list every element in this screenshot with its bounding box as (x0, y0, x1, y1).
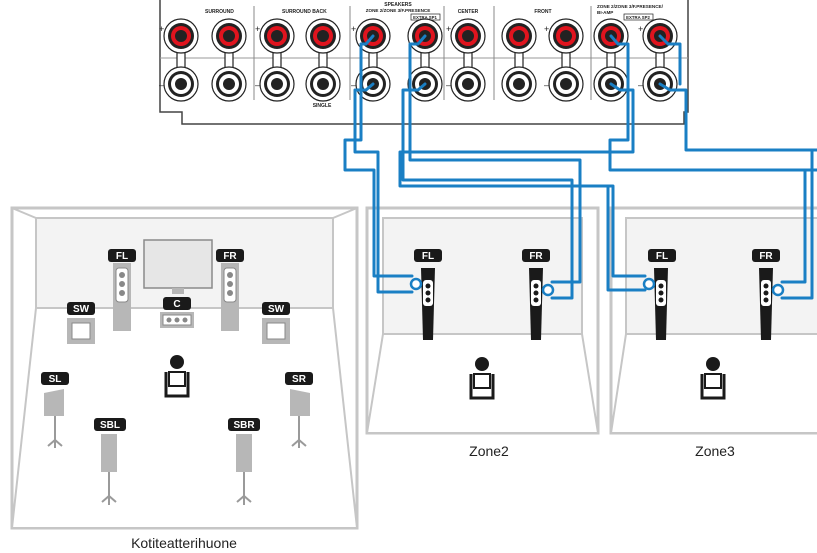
label-center: CENTER (458, 9, 479, 15)
subwoofer-left (67, 318, 95, 344)
fr-speaker (221, 263, 239, 331)
zone2-fr-speaker (529, 268, 555, 340)
subwoofer-right (262, 318, 290, 344)
zone3-fr-speaker (759, 268, 785, 340)
binding-post-plus-icon (548, 18, 584, 54)
label-single: SINGLE (313, 103, 332, 109)
center-speaker (160, 312, 194, 328)
label-sr: SR (292, 374, 307, 385)
binding-post-plus-icon (211, 18, 247, 54)
zone3-person-seat-icon (700, 357, 726, 400)
label-zone2-3-presence-b: ZONE 2/ZONE 3/F.PRESENCE/ (597, 4, 664, 9)
binding-post-minus-icon (548, 66, 584, 102)
zone2-person-seat-icon (469, 357, 495, 400)
zone3-room: Zone3 (609, 206, 817, 459)
binding-post-plus-icon (305, 18, 341, 54)
cable-zone3-fr-plus (658, 34, 682, 86)
label-bi-amp: BI-AMP (597, 10, 613, 15)
label-extra-sp1: EXTRA SP1 (413, 15, 437, 20)
minus-mark: – (446, 80, 451, 90)
plus-mark: + (351, 24, 356, 34)
binding-post-minus-icon (305, 66, 341, 102)
label-sw-left: SW (73, 304, 90, 315)
label-sbl: SBL (100, 420, 120, 431)
zone3-label-fr: FR (759, 251, 773, 262)
sr-speaker (290, 389, 310, 448)
cable-zone3-fr-minus (658, 82, 817, 152)
minus-mark: – (638, 80, 643, 90)
tv-screen (143, 239, 213, 289)
zone3-equipment: FL FR (642, 249, 785, 400)
zone3-caption: Zone3 (695, 443, 735, 459)
plus-mark: + (255, 24, 260, 34)
label-surround: SURROUND (205, 9, 234, 15)
binding-post-minus-icon (259, 66, 295, 102)
receiver-back-panel: SURROUND SURROUND BACK SPEAKERS ZONE 2/Z… (159, 0, 689, 125)
binding-post-plus-icon (163, 18, 199, 54)
label-front: FRONT (534, 9, 551, 15)
label-fl: FL (116, 251, 128, 262)
label-surround-back: SURROUND BACK (282, 9, 327, 15)
minus-mark: – (255, 80, 260, 90)
sl-speaker (44, 389, 64, 448)
binding-post-plus-icon (259, 18, 295, 54)
cable-zone2-fl-minus (353, 82, 414, 294)
label-sbr: SBR (233, 420, 255, 431)
label-c: C (173, 299, 180, 310)
main-room-labels: FL FR C SW SW SL SR SBL SBR (41, 249, 313, 431)
label-zone2-3-presence: ZONE 2/ZONE 3/F.PRESENCE (366, 8, 431, 13)
zone2-fl-speaker (409, 268, 435, 340)
label-fr: FR (223, 251, 237, 262)
minus-mark: – (544, 80, 549, 90)
zone2-caption: Zone2 (469, 443, 509, 459)
zone3-label-fl: FL (656, 251, 668, 262)
cable-zone3-fr-minus-leg (780, 148, 817, 300)
sbl-speaker (101, 434, 117, 505)
cable-zone2-fr-plus (408, 34, 582, 284)
label-extra-sp2: EXTRA SP2 (626, 15, 650, 20)
cable-zone3-fl-plus (608, 34, 817, 172)
zone2-label-fl: FL (422, 251, 434, 262)
binding-post-plus-icon (450, 18, 486, 54)
cable-zone3-fl-plus-leg (606, 184, 647, 292)
label-sl: SL (49, 374, 62, 385)
plus-mark: + (159, 24, 164, 34)
speaker-cables (343, 34, 817, 300)
zone2-equipment: FL FR (409, 249, 555, 400)
person-seat-icon (164, 355, 190, 398)
sbr-speaker (236, 434, 252, 505)
label-speakers: SPEAKERS (384, 2, 412, 8)
plus-mark: + (544, 24, 549, 34)
zone3-fl-speaker (642, 268, 668, 340)
minus-mark: – (351, 80, 356, 90)
binding-post-minus-icon (450, 66, 486, 102)
label-sw-right: SW (268, 304, 285, 315)
main-room-equipment: FL FR C SW SW SL SR SBL SBR (41, 239, 313, 505)
binding-post-plus-icon (501, 18, 537, 54)
cable-zone3-fl-minus (398, 82, 647, 278)
cable-zone2-fl-plus (343, 34, 414, 278)
binding-post-minus-icon (163, 66, 199, 102)
plus-mark: + (638, 24, 643, 34)
cable-zone2-fr-minus (401, 82, 574, 300)
main-room-caption: Kotiteatterihuone (131, 535, 237, 551)
tv-stand (172, 288, 184, 294)
zone2-room: Zone2 (365, 206, 600, 459)
plus-mark: + (446, 24, 451, 34)
zone2-label-fr: FR (529, 251, 543, 262)
fl-speaker (113, 263, 131, 331)
binding-post-minus-icon (501, 66, 537, 102)
minus-mark: – (159, 80, 164, 90)
binding-post-minus-icon (211, 66, 247, 102)
